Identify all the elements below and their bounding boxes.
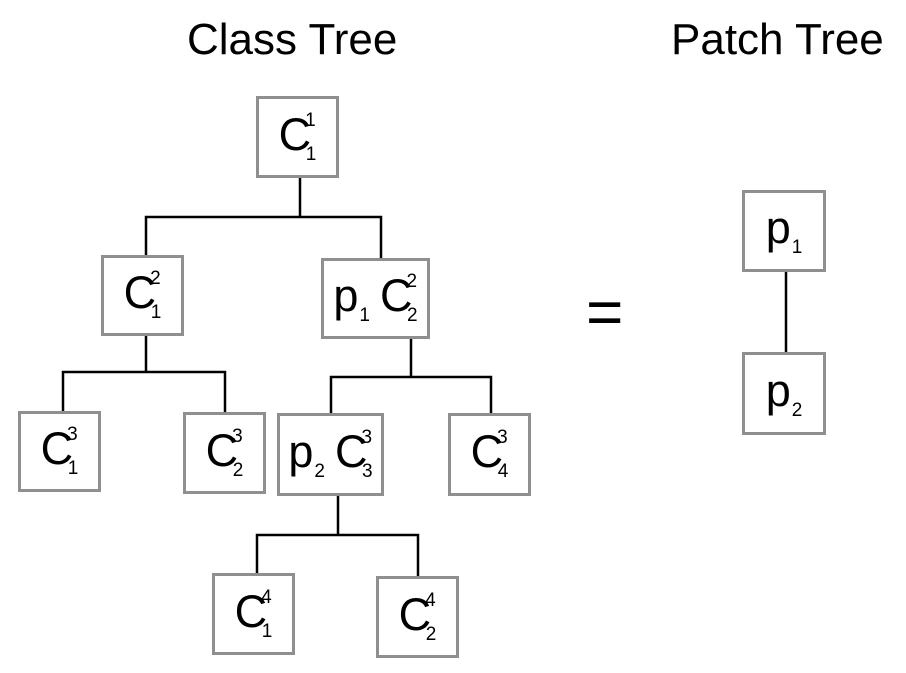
class-node-c3-2: C3 2	[183, 412, 266, 494]
class-tree-title: Class Tree	[187, 15, 398, 64]
symbol-base: C	[398, 588, 432, 640]
symbol-base: p	[765, 202, 791, 253]
edge-p1c22-to-level3	[329, 337, 493, 415]
symbol-subscript: 1	[261, 620, 273, 642]
symbol-base: C	[278, 108, 312, 160]
symbol-superscript: 1	[305, 109, 316, 131]
node-symbol: C2 2	[380, 272, 418, 325]
patch-tree-title: Patch Tree	[671, 15, 884, 64]
symbol-base: C	[334, 426, 368, 477]
node-symbol: C3 1	[41, 425, 79, 478]
symbol-superscript: 3	[232, 425, 243, 447]
symbol-subscript: 3	[362, 461, 373, 482]
class-node-c3-4: C3 4	[448, 413, 531, 496]
patch-node-p2: p2	[742, 352, 826, 435]
symbol-base: C	[470, 426, 504, 477]
symbol-superscript: 3	[497, 427, 508, 448]
symbol-base: C	[40, 423, 74, 474]
node-symbol: C2 1	[124, 269, 162, 322]
symbol-subscript: 1	[791, 237, 803, 258]
edge-c12-to-level3	[61, 334, 227, 414]
equals-sign: =	[586, 276, 624, 348]
class-node-c4-2: C4 2	[376, 576, 459, 658]
symbol-base: C	[234, 585, 268, 637]
node-symbol: C4 1	[235, 588, 273, 641]
class-node-c4-1: C4 1	[212, 573, 295, 655]
symbol-subscript: 1	[359, 304, 370, 326]
node-symbol: p2	[288, 429, 325, 481]
symbol-superscript: 2	[406, 271, 418, 292]
symbol-base: C	[123, 267, 157, 318]
node-symbol: p2	[766, 368, 803, 420]
class-node-c2-1: C2 1	[101, 255, 184, 336]
edge-p2c33-to-level4	[255, 494, 420, 578]
symbol-subscript: 2	[791, 399, 803, 421]
node-symbol: C4 2	[399, 591, 437, 644]
symbol-subscript: 4	[497, 461, 509, 482]
symbol-superscript: 4	[261, 586, 272, 608]
node-symbol: C1 1	[279, 111, 317, 164]
symbol-superscript: 4	[425, 589, 436, 611]
symbol-superscript: 2	[150, 268, 161, 289]
class-node-c3-1: C3 1	[18, 411, 101, 492]
node-symbol: C3 4	[471, 428, 509, 481]
node-symbol: C3 2	[206, 427, 244, 480]
symbol-superscript: 3	[361, 427, 373, 448]
symbol-subscript: 2	[407, 305, 418, 326]
edge-root-to-level2	[144, 176, 383, 261]
symbol-base: C	[379, 270, 413, 321]
symbol-subscript: 1	[67, 458, 79, 479]
symbol-subscript: 2	[314, 460, 325, 482]
symbol-subscript: 2	[232, 459, 244, 481]
symbol-subscript: 1	[305, 143, 317, 165]
patch-node-p1: p1	[742, 190, 826, 272]
symbol-superscript: 3	[67, 424, 78, 445]
node-symbol: C3 3	[335, 428, 373, 481]
class-node-c1-1: C1 1	[256, 96, 339, 178]
symbol-base: p	[333, 269, 359, 321]
node-symbol: p1	[766, 205, 803, 257]
symbol-subscript: 2	[425, 623, 437, 645]
symbol-subscript: 1	[150, 302, 162, 323]
symbol-base: p	[288, 425, 314, 477]
symbol-base: p	[765, 364, 791, 416]
node-symbol: p1	[333, 273, 370, 325]
symbol-base: C	[205, 424, 239, 476]
